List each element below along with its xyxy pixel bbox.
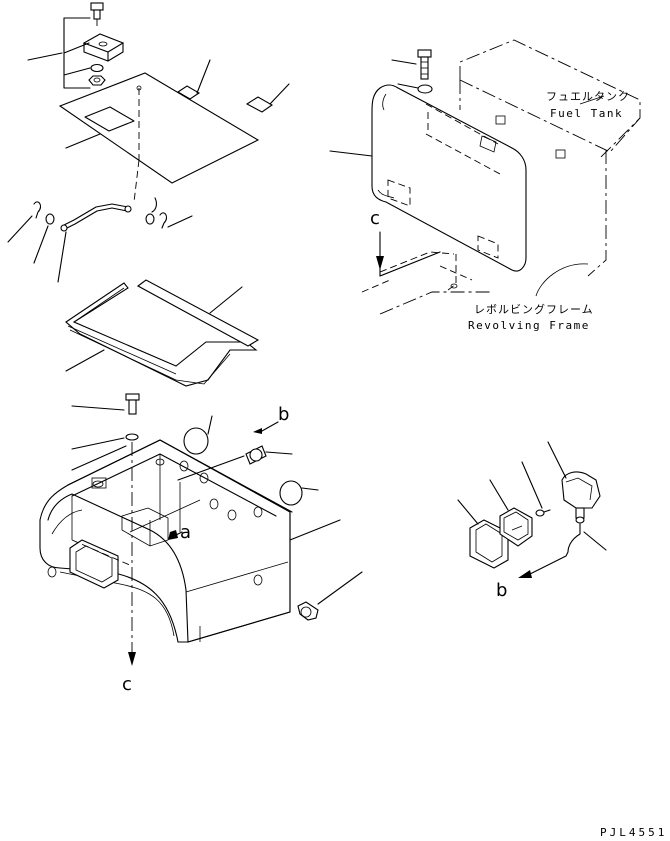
fuel-tank-label-jp: フュエルタンク	[546, 90, 630, 103]
revolving-frame-label-jp: レボルビングフレーム	[474, 302, 594, 316]
bolt-top-left	[90, 2, 104, 30]
nut-top-left	[88, 75, 106, 86]
fuel-tank-assembly	[329, 39, 641, 315]
cover-sheet	[58, 72, 260, 184]
cable-gland-b	[177, 421, 293, 481]
work-lamp-assembly	[457, 441, 607, 578]
washer-rod-left	[45, 213, 55, 225]
fuel-tank-label-en: Fuel Tank	[550, 107, 623, 120]
washer-top-left	[90, 63, 104, 73]
bolt-box	[71, 393, 140, 450]
grommet-lower	[279, 480, 319, 506]
label-a: a	[180, 522, 191, 543]
arrow-c-top	[376, 256, 384, 270]
lamp-body	[547, 441, 607, 551]
bolt-tank	[391, 49, 433, 94]
drain-bolt	[297, 571, 363, 621]
lamp-bezel	[457, 499, 509, 569]
drawing-code: PJL4551	[600, 826, 667, 839]
arrow-b-lamp	[518, 570, 532, 578]
lamp-lens	[489, 479, 533, 547]
clip-left	[7, 201, 42, 243]
tank-cover-plate	[371, 84, 527, 272]
revolving-frame-label-en: Revolving Frame	[468, 319, 590, 332]
gasket-seal	[65, 279, 260, 387]
label-c-top: c	[370, 208, 380, 229]
wire-a	[168, 482, 183, 540]
label-b-lamp: b	[496, 580, 507, 601]
clamp-block	[82, 33, 125, 62]
washer-rod-right	[145, 213, 155, 225]
support-rod	[60, 159, 140, 232]
lamp-screw	[521, 461, 551, 517]
arrow-c-bottom	[128, 652, 136, 666]
label-b-top: b	[278, 404, 289, 425]
grommet-upper	[183, 415, 213, 455]
label-c-bottom: c	[122, 674, 132, 695]
cover-plate-assembly	[7, 2, 290, 283]
clip-right	[159, 212, 193, 229]
battery-box-assembly	[39, 393, 341, 666]
